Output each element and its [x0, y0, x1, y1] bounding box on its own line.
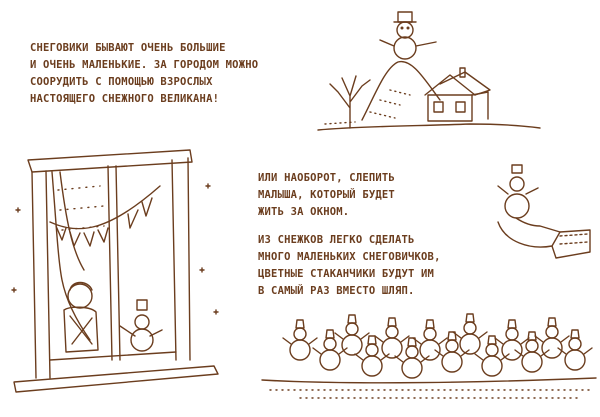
text-line: ЖИТЬ ЗА ОКНОМ.: [258, 206, 350, 218]
window-sill: [13, 365, 219, 393]
window-bottom-frame: [49, 351, 177, 361]
ground-line-top: [317, 123, 541, 131]
small-snowman: [412, 319, 448, 361]
small-snowman: [557, 329, 593, 371]
small-snowman-paragraph: ИЛИ НАОБОРОТ, СЛЕПИТЬ МАЛЫША, КОТОРЫЙ БУД…: [258, 170, 395, 221]
small-snowman: [312, 329, 348, 371]
text-line: ИЗ СНЕЖКОВ ЛЕГКО СДЕЛАТЬ: [258, 234, 415, 246]
window-left-frame: [31, 170, 51, 379]
snow-ground-dots: [269, 389, 591, 399]
hill-outline: [361, 60, 441, 121]
small-snowman: [334, 314, 370, 356]
text-line: МНОГО МАЛЕНЬКИХ СНЕГОВИЧКОВ,: [258, 251, 441, 263]
window-top-frame: [27, 149, 193, 173]
text-line: СНЕГОВИКИ БЫВАЮТ ОЧЕНЬ БОЛЬШИЕ: [30, 42, 226, 54]
window-snowman: [119, 299, 163, 352]
text-line: МАЛЫША, КОТОРЫЙ БУДЕТ: [258, 189, 395, 201]
giant-snowman: [379, 11, 437, 60]
small-snowman: [514, 331, 550, 373]
small-snowman: [534, 317, 570, 359]
house: [424, 67, 491, 122]
small-snowman: [494, 319, 530, 361]
small-snowman: [282, 319, 318, 361]
small-snowman: [452, 313, 488, 355]
ground-line-bottom: [261, 377, 597, 384]
snowflakes: [11, 183, 219, 315]
small-snowman: [394, 337, 430, 379]
text-line: И ОЧЕНЬ МАЛЕНЬКИЕ. ЗА ГОРОДОМ МОЖНО: [30, 59, 259, 71]
small-snowman: [374, 317, 410, 359]
hand-with-snowman: [497, 164, 591, 259]
child: [63, 281, 99, 353]
snowmen-crowd: [261, 377, 597, 399]
text-line: ИЛИ НАОБОРОТ, СЛЕПИТЬ: [258, 172, 395, 184]
window-scene: [11, 149, 219, 393]
snowmen-group: [282, 313, 593, 379]
curtain: [51, 171, 91, 341]
window-middle-frame: [107, 165, 121, 361]
window-right-frame: [171, 157, 191, 361]
text-line: СООРУДИТЬ С ПОМОЩЬЮ ВЗРОСЛЫХ: [30, 76, 213, 88]
text-line: НАСТОЯЩЕГО СНЕЖНОГО ВЕЛИКАНА!: [30, 93, 220, 105]
bunting-flags: [49, 185, 161, 247]
snow-dots: [324, 89, 411, 125]
text-line: ЦВЕТНЫЕ СТАКАНЧИКИ БУДУТ ИМ: [258, 268, 435, 280]
snowball-snowmen-paragraph: ИЗ СНЕЖКОВ ЛЕГКО СДЕЛАТЬ МНОГО МАЛЕНЬКИХ …: [258, 232, 441, 300]
intro-paragraph: СНЕГОВИКИ БЫВАЮТ ОЧЕНЬ БОЛЬШИЕ И ОЧЕНЬ МА…: [30, 40, 258, 108]
bare-tree: [329, 75, 371, 129]
text-line: В САМЫЙ РАЗ ВМЕСТО ШЛЯП.: [258, 285, 415, 297]
hill-scene: [317, 11, 541, 131]
